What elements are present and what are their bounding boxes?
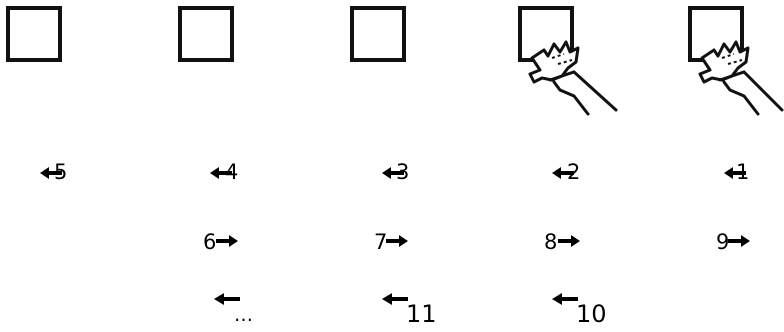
step-label: 2	[567, 160, 581, 184]
left-arrow-icon	[724, 167, 746, 179]
step-label: 3	[396, 160, 410, 184]
square-1	[6, 6, 62, 62]
left-arrow-icon	[552, 167, 574, 179]
step-label: …	[234, 304, 253, 326]
left-arrow-icon	[214, 293, 240, 305]
step-label: 11	[406, 300, 437, 328]
left-arrow-icon	[382, 293, 408, 305]
right-arrow-icon	[558, 235, 580, 247]
right-arrow-icon	[728, 235, 750, 247]
step-label: 9	[716, 230, 730, 254]
step-label: 8	[544, 230, 558, 254]
step-label: 7	[374, 230, 388, 254]
left-arrow-icon	[382, 167, 404, 179]
step-label: 1	[736, 160, 750, 184]
left-arrow-icon	[210, 167, 232, 179]
step-label: 10	[576, 300, 607, 328]
right-arrow-icon	[386, 235, 408, 247]
hand-icon	[698, 40, 784, 116]
right-arrow-icon	[216, 235, 238, 247]
left-arrow-icon	[552, 293, 578, 305]
step-label: 6	[203, 230, 217, 254]
left-arrow-icon	[40, 167, 62, 179]
step-label: 5	[54, 160, 68, 184]
square-2	[178, 6, 234, 62]
hand-icon	[528, 40, 618, 116]
square-3	[350, 6, 406, 62]
step-label: 4	[225, 160, 239, 184]
